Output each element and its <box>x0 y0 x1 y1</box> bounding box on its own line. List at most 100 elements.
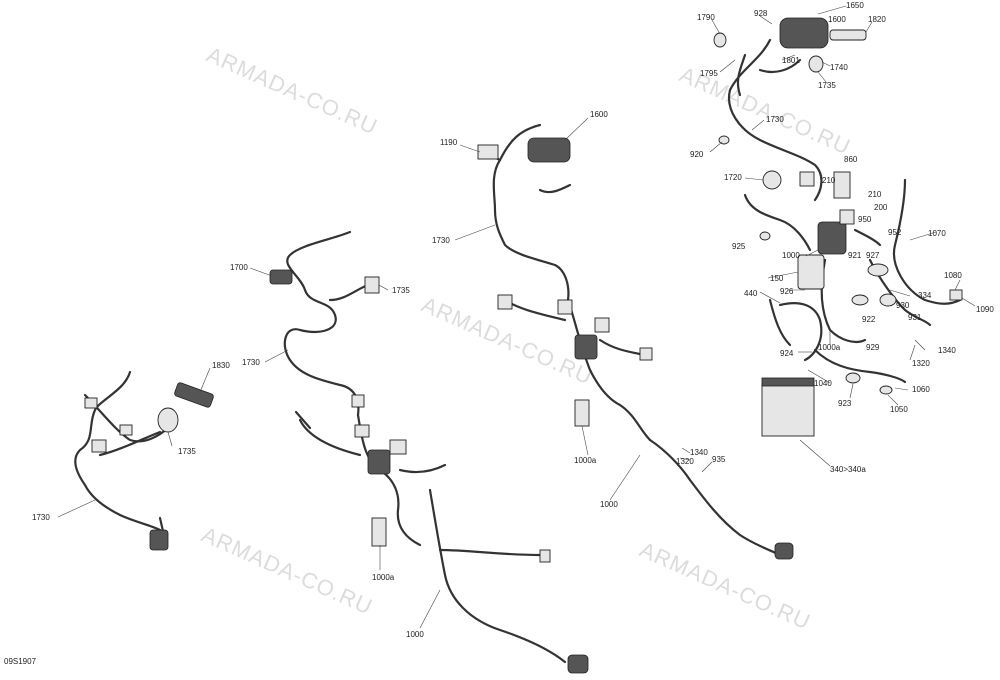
callout-1340: 1340 <box>690 448 708 457</box>
callout-1730: 1730 <box>32 513 50 522</box>
watermark: ARMADA-CO.RU <box>203 42 382 140</box>
connector-1080 <box>949 289 963 301</box>
connector <box>119 424 133 436</box>
callout-200: 200 <box>874 203 888 212</box>
callout-935: 935 <box>712 455 726 464</box>
clip-925 <box>759 231 771 241</box>
callout-340: 340>340a <box>830 465 866 474</box>
strap-927 <box>867 263 889 277</box>
relay-harness-1830 <box>174 382 214 408</box>
callout-1795: 1795 <box>700 69 718 78</box>
connector <box>799 171 815 187</box>
callout-210: 210 <box>822 176 836 185</box>
callout-1000: 1000 <box>600 500 618 509</box>
callout-1735: 1735 <box>818 81 836 90</box>
callout-1050: 1050 <box>890 405 908 414</box>
callout-1000a: 1000a <box>574 456 597 465</box>
connector-1190 <box>477 144 499 160</box>
clip-920 <box>718 135 730 145</box>
callout-860: 860 <box>844 155 858 164</box>
battery-top <box>761 377 815 387</box>
strap-923 <box>845 372 861 384</box>
connector <box>351 394 365 408</box>
callout-922: 922 <box>862 315 876 324</box>
callout-1650: 1650 <box>846 1 864 10</box>
connector <box>639 347 653 361</box>
callout-1080: 1080 <box>944 271 962 280</box>
harness-d <box>713 17 867 202</box>
callout-1720: 1720 <box>724 173 742 182</box>
connector <box>354 424 370 438</box>
strap-922 <box>851 294 869 306</box>
callout-210: 210 <box>868 190 882 199</box>
connector <box>497 294 513 310</box>
figure-code: 09S1907 <box>4 657 37 666</box>
connector <box>774 542 794 560</box>
callout-926: 926 <box>780 287 794 296</box>
callout-928: 928 <box>754 9 768 18</box>
callout-1730: 1730 <box>432 236 450 245</box>
callout-1070: 1070 <box>928 229 946 238</box>
fuse-box <box>817 221 847 255</box>
callout-1060: 1060 <box>912 385 930 394</box>
connector <box>594 317 610 333</box>
sensor-1790 <box>713 32 727 48</box>
connector <box>84 397 98 409</box>
callout-440: 440 <box>744 289 758 298</box>
strap-1050 <box>879 385 893 395</box>
connector-1820 <box>829 29 867 41</box>
callout-150: 150 <box>770 274 784 283</box>
connector-950 <box>839 209 855 225</box>
callout-1000: 1000 <box>406 630 424 639</box>
grommet-1720 <box>762 170 782 190</box>
relay-150 <box>797 254 825 290</box>
connector-1700 <box>269 269 293 285</box>
callout-334: 334 <box>918 291 932 300</box>
module-1000a <box>574 334 598 360</box>
callout-1600: 1600 <box>828 15 846 24</box>
callout-1730: 1730 <box>766 115 784 124</box>
callout-1040: 1040 <box>814 379 832 388</box>
callout-925: 925 <box>732 242 746 251</box>
module-1000a <box>367 449 391 475</box>
callout-1190: 1190 <box>440 138 458 147</box>
harness-e <box>718 135 963 437</box>
callout-1830: 1830 <box>212 361 230 370</box>
callout-931: 931 <box>908 313 922 322</box>
connector <box>389 439 407 455</box>
harness-a <box>74 370 214 551</box>
cap-1735 <box>808 55 824 73</box>
battery-340 <box>761 383 815 437</box>
callout-1740: 1740 <box>830 63 848 72</box>
harness-c <box>477 123 794 560</box>
callout-950: 950 <box>858 215 872 224</box>
callout-1735: 1735 <box>178 447 196 456</box>
connector <box>557 299 573 315</box>
connector <box>539 549 551 563</box>
callout-1820: 1820 <box>868 15 886 24</box>
strap-930 <box>879 293 897 307</box>
callout-924: 924 <box>780 349 794 358</box>
callout-1730: 1730 <box>242 358 260 367</box>
callout-1600: 1600 <box>590 110 608 119</box>
callout-1090: 1090 <box>976 305 994 314</box>
callout-921: 921 <box>848 251 862 260</box>
callout-1790: 1790 <box>697 13 715 22</box>
connector <box>91 439 107 453</box>
cap-1735 <box>157 407 179 433</box>
callout-1000a: 1000a <box>818 343 841 352</box>
callout-1000a: 1000a <box>372 573 395 582</box>
callout-1340: 1340 <box>938 346 956 355</box>
leader-lines <box>57 5 976 629</box>
watermark: ARMADA-CO.RU <box>198 522 377 620</box>
callouts: 1730 1735 1830 1700 1735 1730 1000a 1000… <box>32 1 994 639</box>
callout-1320: 1320 <box>912 359 930 368</box>
callout-929: 929 <box>866 343 880 352</box>
callout-952: 952 <box>888 228 902 237</box>
ecm-1600 <box>779 17 829 49</box>
connector <box>567 654 589 674</box>
harness-b <box>269 230 589 674</box>
connector <box>149 529 169 551</box>
